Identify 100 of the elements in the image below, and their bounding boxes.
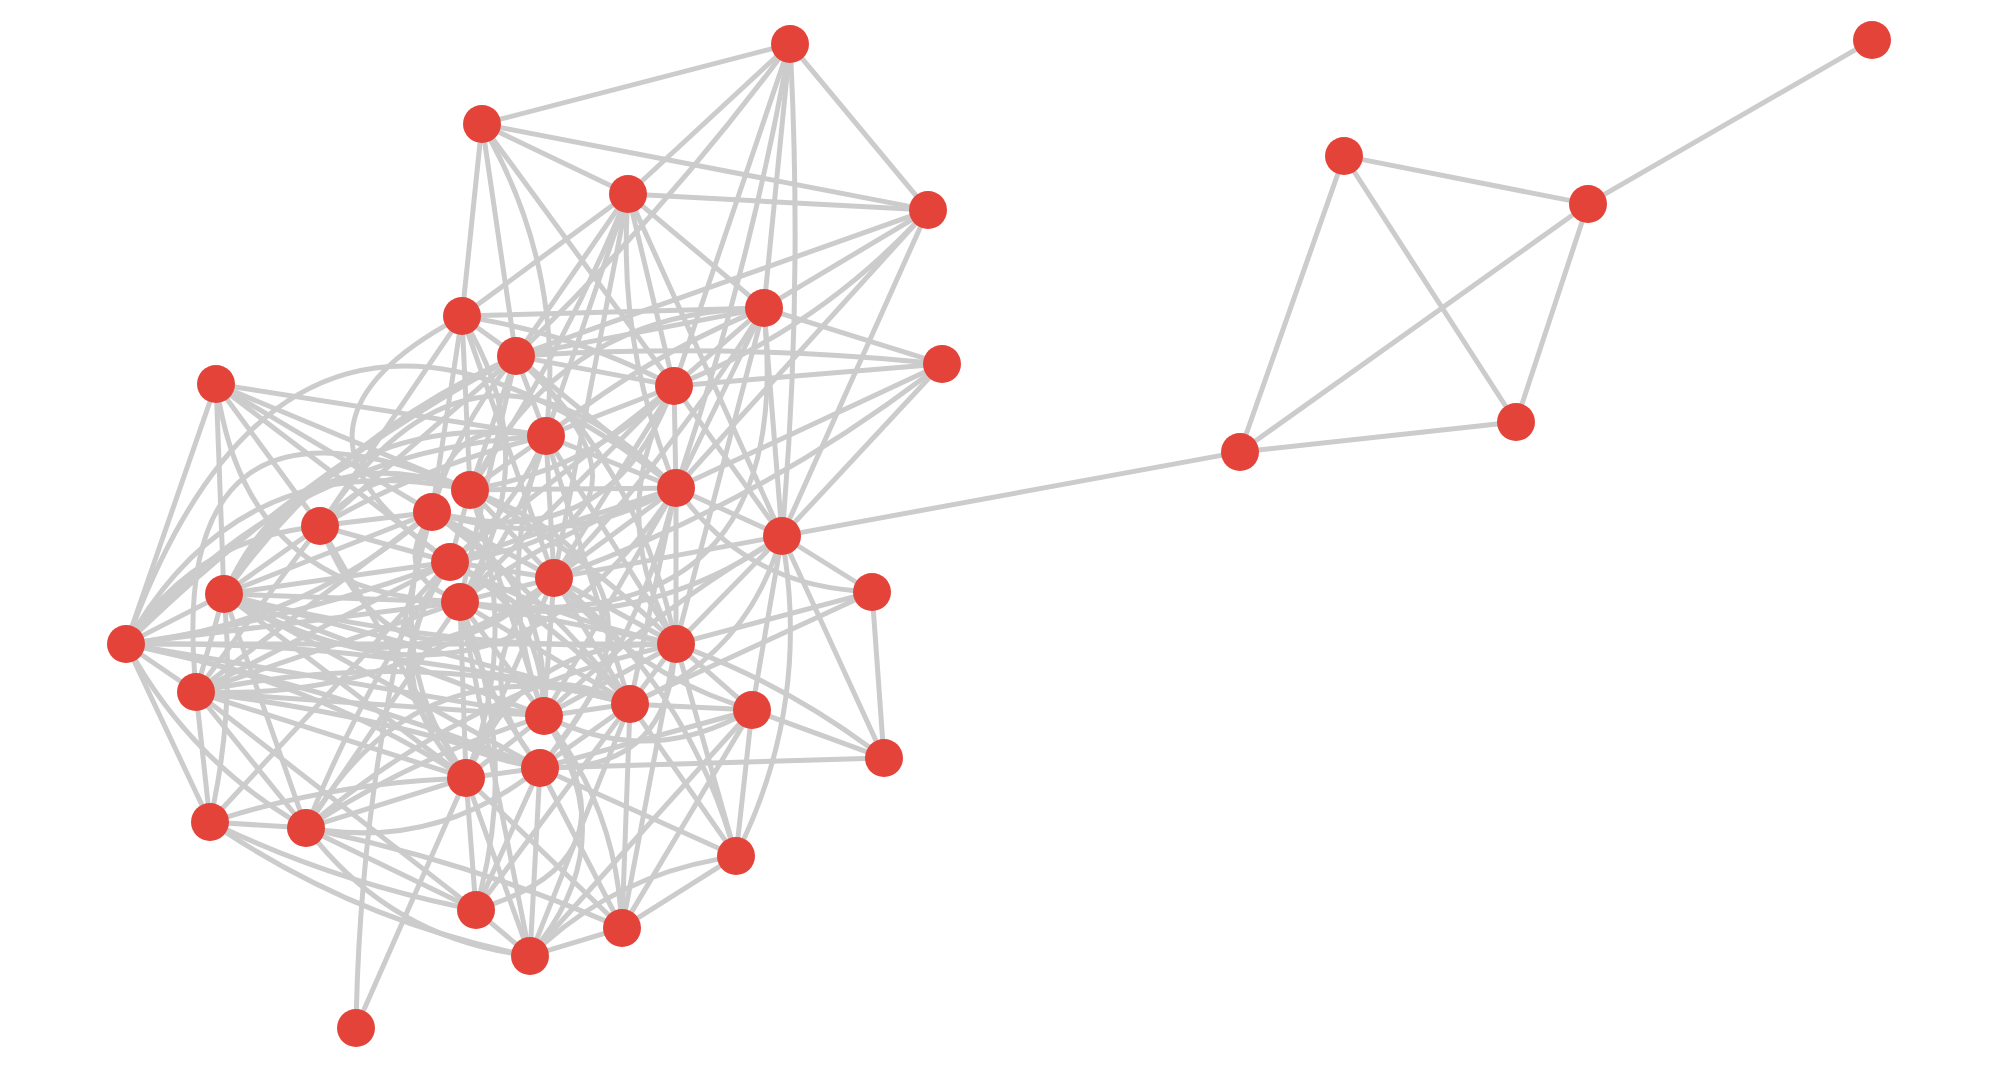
connection-line	[686, 221, 918, 477]
connection-line	[798, 452, 1224, 536]
connection-line	[555, 712, 737, 766]
connection-line	[1351, 169, 1509, 409]
connection-line	[225, 776, 450, 820]
network-node	[511, 937, 549, 975]
connection-line	[1601, 47, 1859, 197]
connection-line	[678, 659, 734, 841]
connection-line	[212, 669, 615, 702]
connection-line	[469, 682, 615, 763]
connection-line	[545, 931, 607, 953]
connection-line	[482, 140, 516, 340]
connection-line	[532, 309, 748, 355]
connection-line	[560, 704, 614, 716]
connection-line	[327, 539, 459, 765]
connection-line	[353, 527, 430, 1012]
connection-line	[468, 614, 536, 704]
connection-line	[328, 329, 454, 513]
connection-line	[476, 324, 770, 611]
connection-line	[461, 618, 529, 940]
connection-line	[131, 658, 205, 808]
connection-line	[792, 375, 932, 525]
connection-line	[556, 756, 868, 770]
connection-line	[208, 521, 420, 683]
connection-line	[561, 390, 659, 432]
connection-line	[799, 56, 919, 198]
connection-line	[520, 371, 542, 421]
connection-line	[466, 562, 538, 578]
connection-line	[532, 348, 926, 365]
connection-line	[478, 725, 532, 769]
connection-line	[555, 543, 769, 706]
connection-line	[462, 395, 662, 553]
connection-line	[482, 444, 534, 482]
network-node	[197, 365, 235, 403]
connection-line	[549, 503, 674, 756]
connection-line	[542, 594, 556, 700]
connection-line	[635, 863, 723, 921]
connection-line	[211, 610, 231, 806]
connection-line	[130, 363, 664, 629]
connection-line	[558, 715, 738, 744]
connection-line	[691, 648, 872, 750]
connection-line	[558, 650, 662, 710]
network-node	[337, 1009, 375, 1047]
connection-line	[228, 393, 438, 553]
connection-line	[314, 615, 452, 815]
connection-line	[681, 322, 759, 474]
network-node	[1221, 433, 1259, 471]
connection-line	[432, 332, 462, 496]
network-node	[457, 891, 495, 929]
network-node	[655, 367, 693, 405]
connection-line	[1256, 421, 1500, 453]
connection-line	[633, 208, 777, 522]
connection-line	[490, 136, 666, 374]
connection-line	[473, 609, 617, 697]
network-node	[1569, 185, 1607, 223]
connection-line	[555, 210, 627, 562]
network-node	[463, 105, 501, 143]
connection-line	[227, 609, 303, 813]
connection-line	[478, 306, 748, 318]
network-node	[771, 25, 809, 63]
connection-line	[1519, 219, 1585, 407]
network-node	[923, 345, 961, 383]
connection-line	[133, 657, 293, 821]
connection-line	[224, 396, 312, 514]
connection-line	[331, 365, 505, 517]
connection-line	[638, 717, 728, 843]
connection-line	[484, 716, 622, 898]
connection-line	[631, 504, 675, 688]
connection-line	[473, 371, 513, 475]
network-node	[909, 191, 947, 229]
connection-line	[140, 600, 210, 638]
connection-line	[679, 60, 790, 473]
network-node	[865, 739, 903, 777]
connection-line	[405, 575, 524, 767]
connection-line	[208, 701, 464, 901]
connection-line	[240, 562, 434, 594]
connection-line	[212, 586, 542, 695]
connection-line	[465, 491, 661, 559]
connection-line	[464, 794, 478, 894]
connection-line	[321, 781, 451, 825]
network-node	[191, 803, 229, 841]
connection-line	[678, 323, 762, 629]
network-node	[853, 573, 891, 611]
connection-line	[482, 768, 524, 778]
connection-line	[198, 609, 222, 677]
connection-line	[129, 399, 213, 629]
connection-line	[133, 477, 454, 631]
connection-line	[447, 494, 662, 531]
connection-line	[569, 372, 930, 574]
network-node	[441, 583, 479, 621]
connection-line	[412, 526, 446, 596]
connection-line	[477, 788, 611, 918]
connection-line	[318, 645, 661, 819]
connection-line	[534, 719, 626, 941]
connection-line	[1252, 212, 1576, 444]
connection-line	[561, 591, 623, 691]
network-node	[107, 625, 145, 663]
connection-line	[767, 713, 869, 755]
connection-line	[639, 54, 779, 184]
connection-line	[690, 369, 928, 483]
